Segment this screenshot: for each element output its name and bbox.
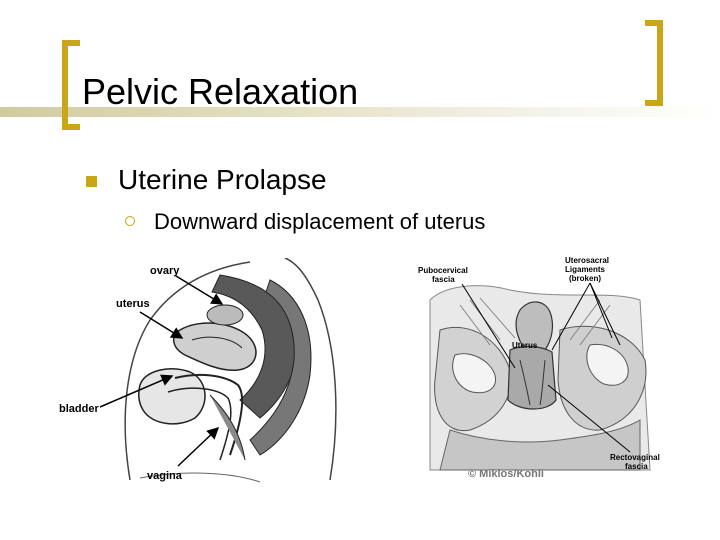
arrow-bladder <box>99 374 174 408</box>
figure-credit: © Miklos/Kohli <box>468 468 544 480</box>
label-uterosacral-2: Ligaments <box>565 265 606 274</box>
label-bladder: bladder <box>59 403 99 415</box>
arrow-uterus <box>139 311 184 339</box>
label-vagina: vagina <box>147 470 183 482</box>
bullet-level-2: Downward displacement of uterus <box>154 209 486 234</box>
ligament-anatomy-illustration: Pubocervical fascia Uterosacral Ligament… <box>418 256 660 480</box>
label-uterosacral-3: (broken) <box>569 274 601 283</box>
title-underline-bar <box>0 107 720 117</box>
label-pubocervical-1: Pubocervical <box>418 266 468 275</box>
label-uterus: Uterus <box>512 341 538 350</box>
label-pubocervical-2: fascia <box>432 275 455 284</box>
arrow-ovary <box>175 275 224 305</box>
leader-uterosacral-a <box>551 282 591 351</box>
label-rectovaginal-1: Rectovaginal <box>610 453 660 462</box>
bullet-level-1: Uterine Prolapse <box>118 164 327 195</box>
label-uterus: uterus <box>116 298 150 310</box>
leader-uterosacral-b <box>589 282 613 339</box>
circle-bullet-icon <box>125 216 135 226</box>
leader-rectovaginal <box>547 384 631 453</box>
leader-pubocervical <box>461 283 516 369</box>
left-bracket-decoration <box>62 40 80 130</box>
right-bracket-decoration <box>645 20 663 106</box>
square-bullet-icon <box>86 176 97 187</box>
label-uterosacral-1: Uterosacral <box>565 256 609 265</box>
label-rectovaginal-2: fascia <box>625 462 648 471</box>
arrow-vagina <box>177 426 220 467</box>
label-ovary: ovary <box>150 265 180 277</box>
leader-uterosacral-c <box>589 282 621 346</box>
slide-title: Pelvic Relaxation <box>82 71 359 112</box>
pelvic-section-illustration: ovary uterus bladder vagina <box>59 258 337 483</box>
